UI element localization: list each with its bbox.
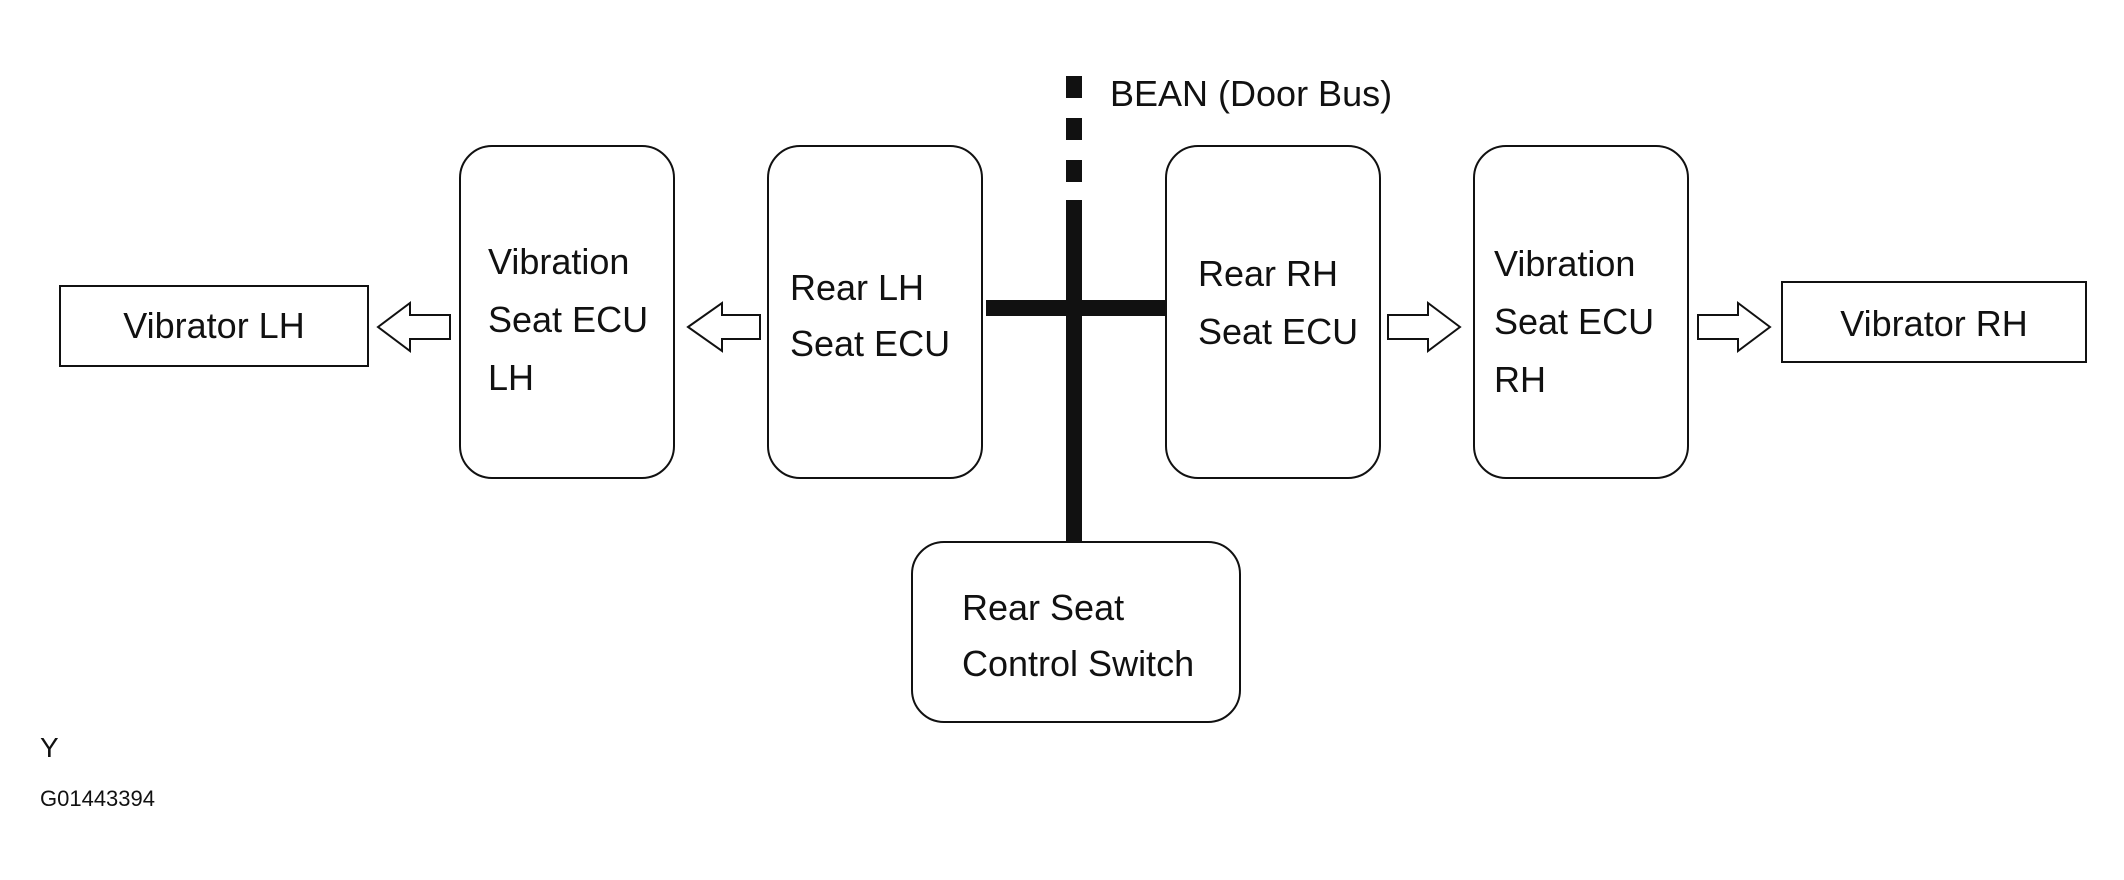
vibration-seat-ecu-lh-line-1: Vibration — [488, 241, 629, 282]
rear-lh-seat-ecu-line-2: Seat ECU — [790, 323, 950, 364]
bean-bus-label: BEAN (Door Bus) — [1110, 73, 1392, 114]
vibrator-rh-box: Vibrator RH — [1781, 281, 2087, 363]
bean-bus-dashed-segment — [1066, 76, 1082, 182]
rear-seat-control-switch-line-2: Control Switch — [962, 643, 1194, 684]
vibrator-rh-label: Vibrator RH — [1840, 303, 2027, 344]
rear-rh-seat-ecu-box: Rear RH Seat ECU — [1165, 145, 1381, 479]
section-code-letter: Y — [40, 732, 59, 763]
vibration-seat-ecu-rh-line-3: RH — [1494, 359, 1546, 400]
vibration-seat-ecu-lh-line-2: Seat ECU — [488, 299, 648, 340]
vibration-seat-ecu-lh-box: Vibration Seat ECU LH — [459, 145, 675, 479]
figure-id: G01443394 — [40, 786, 155, 811]
rear-seat-control-switch-box: Rear Seat Control Switch — [911, 541, 1241, 723]
rear-seat-control-switch-line-1: Rear Seat — [962, 587, 1124, 628]
vibrator-lh-label: Vibrator LH — [123, 305, 304, 346]
arrow-to-vibration-seat-ecu-rh — [1387, 301, 1462, 353]
arrow-to-vibrator-lh — [376, 301, 451, 353]
rear-rh-seat-ecu-line-1: Rear RH — [1198, 253, 1338, 294]
vibrator-lh-box: Vibrator LH — [59, 285, 369, 367]
arrow-to-vibrator-rh — [1697, 301, 1772, 353]
rear-lh-seat-ecu-line-1: Rear LH — [790, 267, 924, 308]
vibration-seat-ecu-rh-line-2: Seat ECU — [1494, 301, 1654, 342]
vibration-seat-ecu-lh-line-3: LH — [488, 357, 534, 398]
vibration-seat-ecu-rh-box: Vibration Seat ECU RH — [1473, 145, 1689, 479]
rear-rh-seat-ecu-line-2: Seat ECU — [1198, 311, 1358, 352]
rear-lh-seat-ecu-box: Rear LH Seat ECU — [767, 145, 983, 479]
vibration-seat-ecu-rh-line-1: Vibration — [1494, 243, 1635, 284]
bean-bus-branch — [986, 300, 1166, 316]
arrow-to-vibration-seat-ecu-lh — [686, 301, 761, 353]
bean-bus-trunk — [1066, 200, 1082, 542]
